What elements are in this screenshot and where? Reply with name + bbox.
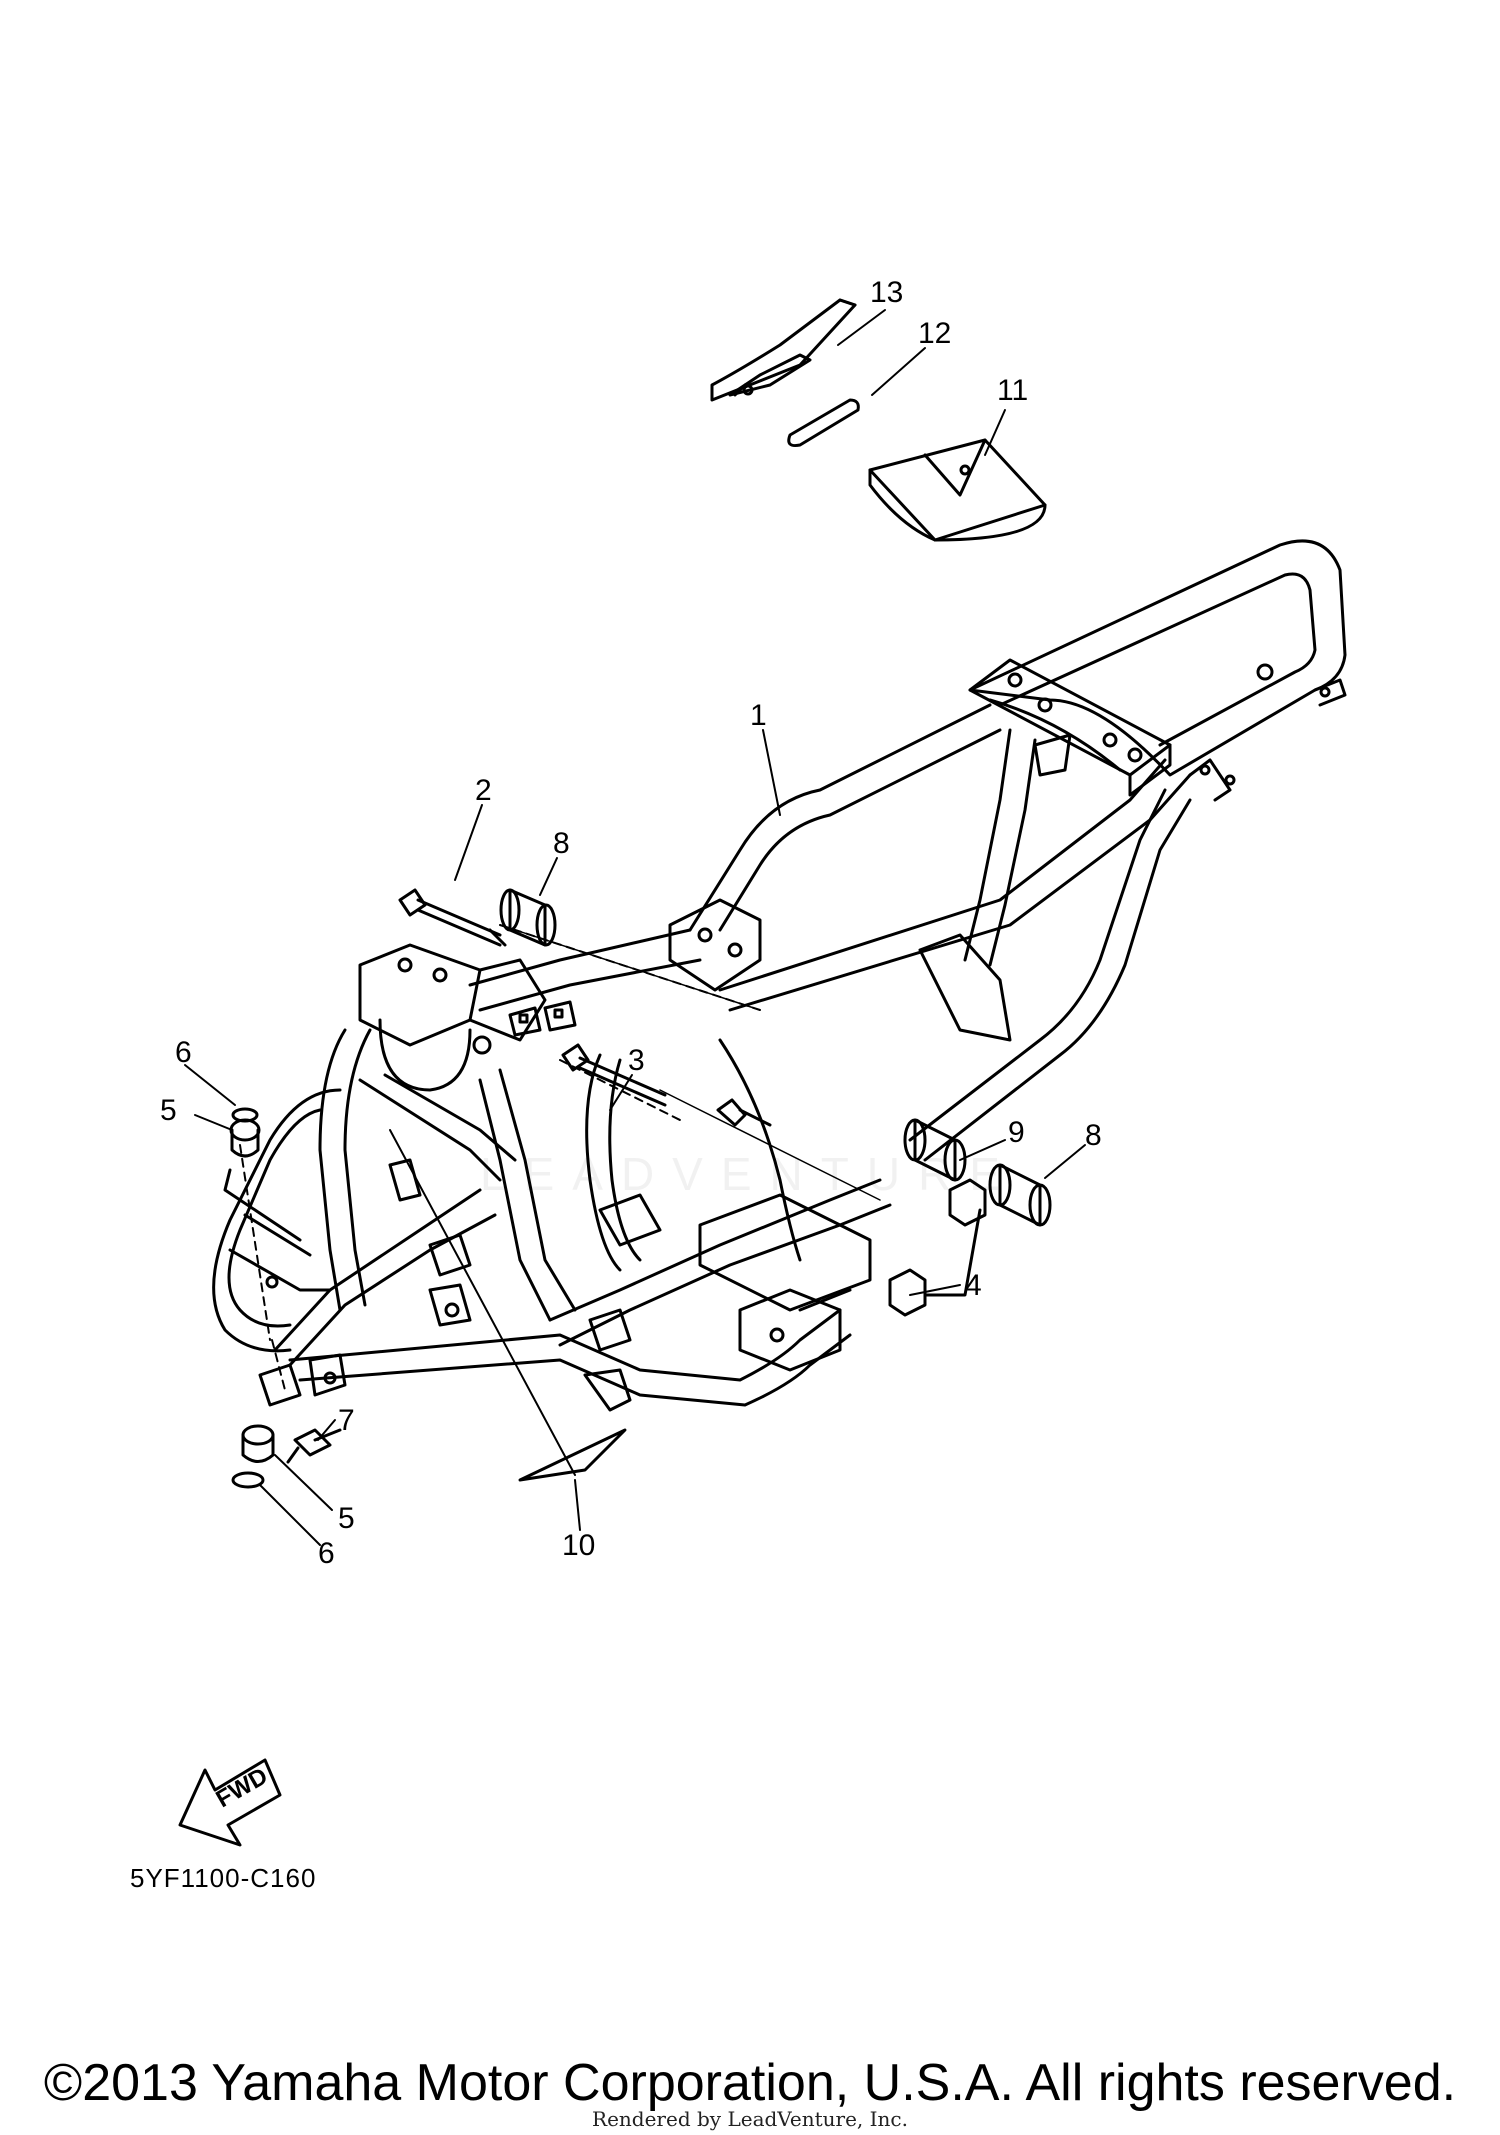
- rack-center-plate: [968, 658, 1172, 797]
- callout-13: 13: [870, 276, 903, 309]
- callout-5a: 5: [160, 1094, 177, 1127]
- part-13-wrench: [710, 298, 857, 402]
- part-4-nut: [888, 1178, 987, 1317]
- rendered-by: Rendered by LeadVenture, Inc.: [592, 2107, 908, 2131]
- part-11-pouch: [868, 438, 1047, 542]
- callout-4: 4: [965, 1269, 982, 1302]
- callout-12: 12: [918, 317, 951, 350]
- part-10-plate: [518, 1428, 627, 1482]
- part-7-plug: [286, 1428, 342, 1464]
- callout-11: 11: [997, 374, 1028, 407]
- rear-rack: [968, 539, 1347, 777]
- main-frame: [212, 703, 1236, 1412]
- copyright-notice: ©2013 Yamaha Motor Corporation, U.S.A. A…: [43, 2054, 1457, 2112]
- callout-5b: 5: [338, 1502, 355, 1535]
- callout-3: 3: [628, 1044, 645, 1077]
- watermark: LEADVENTURE: [480, 1148, 1018, 1200]
- fwd-arrow: [178, 1758, 282, 1847]
- callout-8b: 8: [1085, 1119, 1102, 1152]
- callout-6b: 6: [318, 1537, 335, 1570]
- part-8-collar-lower: [988, 1163, 1052, 1227]
- callout-6a: 6: [175, 1036, 192, 1069]
- part-8-collar-upper: [499, 888, 557, 947]
- part-5-6-lower: [231, 1424, 275, 1489]
- part-2-bolt: [398, 888, 761, 1011]
- callout-8a: 8: [553, 827, 570, 860]
- leader-lines: [184, 309, 1086, 1546]
- diagram-code: 5YF1100-C160: [130, 1863, 317, 1893]
- part-3-bolt: [561, 1043, 881, 1201]
- callout-2: 2: [475, 774, 492, 807]
- part-9-collar: [903, 1118, 967, 1182]
- callout-1: 1: [750, 699, 767, 732]
- callout-7: 7: [338, 1404, 355, 1437]
- engine-mount-bolt: [716, 1098, 772, 1127]
- callout-10: 10: [562, 1529, 595, 1562]
- part-12-band: [787, 398, 860, 447]
- callout-9: 9: [1008, 1116, 1025, 1149]
